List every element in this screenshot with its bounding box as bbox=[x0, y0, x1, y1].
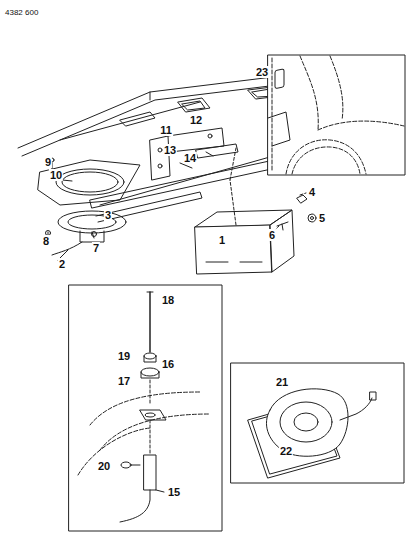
antenna-body bbox=[144, 455, 156, 490]
callout-number: 8 bbox=[42, 235, 50, 247]
callout-number: 16 bbox=[161, 358, 175, 370]
inset-frame bbox=[69, 285, 222, 531]
speaker-plate bbox=[38, 160, 140, 205]
callout-number: 15 bbox=[167, 486, 181, 498]
speaker-wire bbox=[52, 242, 82, 255]
callout-number: 9 bbox=[44, 156, 52, 168]
antenna-bezel bbox=[141, 368, 159, 376]
callout-number: 1 bbox=[218, 234, 226, 246]
callout-number: 5 bbox=[318, 212, 326, 224]
defroster-grille bbox=[178, 98, 210, 112]
antenna-cable bbox=[120, 490, 150, 522]
callout-number: 20 bbox=[97, 460, 111, 472]
inset-frame bbox=[231, 363, 404, 483]
inset-frame bbox=[268, 55, 405, 175]
callout-number: 14 bbox=[183, 152, 197, 164]
callout-number: 22 bbox=[279, 445, 293, 457]
callout-number: 23 bbox=[255, 66, 269, 78]
body-outline bbox=[286, 56, 404, 174]
callout-number: 19 bbox=[117, 350, 131, 362]
callout-number: 4 bbox=[308, 186, 316, 198]
mount-bracket bbox=[150, 136, 170, 180]
drawing-number: 4382 600 bbox=[4, 8, 39, 17]
radio-front bbox=[195, 225, 272, 274]
speaker bbox=[58, 211, 126, 233]
callout-number: 17 bbox=[117, 375, 131, 387]
callout-number: 18 bbox=[161, 294, 175, 306]
antenna-mast bbox=[149, 292, 151, 352]
callout-number: 6 bbox=[268, 229, 276, 241]
speaker-wire bbox=[340, 398, 372, 420]
radio-side bbox=[270, 210, 294, 272]
callout-number: 21 bbox=[275, 376, 289, 388]
callout-number: 3 bbox=[104, 209, 112, 221]
rear-speaker bbox=[275, 69, 284, 89]
callout-number: 2 bbox=[58, 258, 66, 270]
speaker bbox=[266, 389, 348, 456]
callout-number: 10 bbox=[49, 169, 63, 181]
callout-number: 13 bbox=[163, 144, 177, 156]
radio-top bbox=[195, 210, 292, 227]
speaker-opening bbox=[56, 169, 124, 195]
callout-number: 12 bbox=[189, 114, 203, 126]
callout-number: 7 bbox=[92, 242, 100, 254]
leader-line bbox=[230, 148, 236, 225]
callout-number: 11 bbox=[159, 124, 173, 136]
